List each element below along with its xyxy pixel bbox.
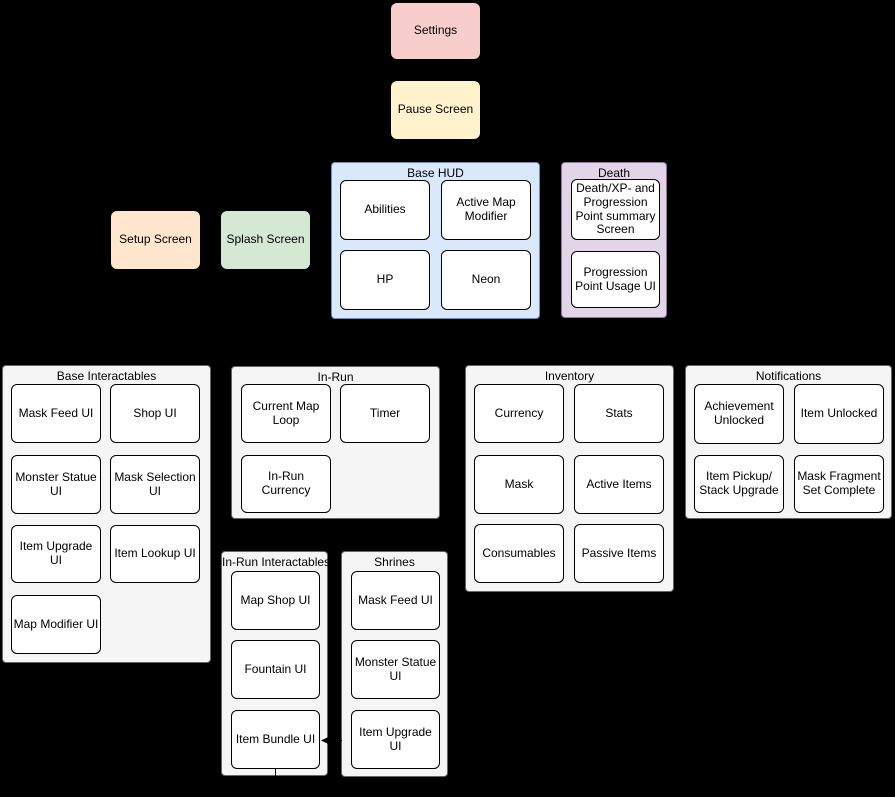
node-currency-label: Currency — [494, 405, 544, 420]
group-death[interactable]: Death Death/XP- and Progression Point su… — [561, 162, 667, 318]
node-current-map-loop[interactable]: Current Map Loop — [241, 384, 331, 443]
node-map-shop-ui[interactable]: Map Shop UI — [231, 571, 320, 630]
group-base-interactables-title: Base Interactables — [56, 369, 157, 383]
node-splash-screen-label: Splash Screen — [226, 232, 305, 247]
node-mask-label: Mask — [504, 476, 534, 491]
group-notifications[interactable]: Notifications Achievement Unlocked Item … — [685, 365, 892, 519]
group-in-run-interactables-title: In-Run Interactables — [222, 555, 331, 569]
node-achievement-unlocked-label: Achievement Unlocked — [704, 399, 774, 427]
node-currency[interactable]: Currency — [474, 384, 564, 443]
node-shop-ui[interactable]: Shop UI — [110, 384, 200, 443]
node-passive-items[interactable]: Passive Items — [574, 524, 664, 583]
group-base-interactables[interactable]: Base Interactables Mask Feed UI Shop UI … — [2, 365, 211, 663]
node-setup-screen[interactable]: Setup Screen — [111, 211, 200, 269]
node-hp[interactable]: HP — [340, 250, 430, 310]
group-inventory[interactable]: Inventory Currency Stats Mask Active Ite… — [465, 365, 674, 592]
node-current-map-loop-label: Current Map Loop — [252, 398, 320, 427]
node-item-bundle-ui[interactable]: Item Bundle UI — [231, 710, 320, 769]
node-abilities[interactable]: Abilities — [340, 180, 430, 240]
node-passive-items-label: Passive Items — [581, 545, 657, 560]
group-shrines[interactable]: Shrines Mask Feed UI Monster Statue UI I… — [341, 551, 448, 777]
node-shrine-item-upgrade-ui[interactable]: Item Upgrade UI — [351, 710, 440, 769]
node-neon[interactable]: Neon — [441, 250, 531, 310]
node-map-modifier-ui-label: Map Modifier UI — [13, 616, 99, 631]
node-map-shop-ui-label: Map Shop UI — [240, 592, 311, 607]
node-fountain-ui-label: Fountain UI — [244, 661, 307, 676]
node-abilities-label: Abilities — [364, 202, 406, 217]
node-base-mask-feed-ui-label: Mask Feed UI — [18, 405, 94, 420]
node-mask-selection-ui[interactable]: Mask Selection UI — [110, 455, 200, 514]
node-stats[interactable]: Stats — [574, 384, 664, 443]
node-mask-fragment-set-complete-label: Mask Fragment Set Complete — [797, 469, 881, 497]
node-pause-screen[interactable]: Pause Screen — [391, 81, 480, 139]
node-in-run-currency-label: In-Run Currency — [261, 469, 311, 497]
node-in-run-currency[interactable]: In-Run Currency — [241, 455, 331, 513]
node-splash-screen[interactable]: Splash Screen — [221, 211, 310, 269]
node-base-item-upgrade-ui[interactable]: Item Upgrade UI — [11, 525, 101, 583]
node-base-monster-statue-ui-label: Monster Statue UI — [15, 469, 97, 498]
node-active-items-label: Active Items — [586, 476, 652, 491]
node-item-lookup-ui-label: Item Lookup UI — [114, 546, 196, 561]
node-shrine-mask-feed-ui[interactable]: Mask Feed UI — [351, 571, 440, 630]
node-progression-point-usage-label: Progression Point Usage UI — [575, 264, 656, 293]
node-mask-selection-ui-label: Mask Selection UI — [114, 469, 196, 498]
node-item-unlocked[interactable]: Item Unlocked — [794, 384, 884, 444]
node-base-mask-feed-ui[interactable]: Mask Feed UI — [11, 384, 101, 443]
node-map-modifier-ui[interactable]: Map Modifier UI — [11, 595, 101, 654]
node-item-unlocked-label: Item Unlocked — [800, 406, 878, 421]
node-shrine-item-upgrade-ui-label: Item Upgrade UI — [359, 724, 432, 753]
group-in-run[interactable]: In-Run Current Map Loop Timer In-Run Cur… — [231, 366, 440, 519]
node-setup-screen-label: Setup Screen — [119, 232, 192, 247]
group-shrines-title: Shrines — [374, 555, 415, 569]
node-item-pickup-stack-upgrade-label: Item Pickup/ Stack Upgrade — [699, 469, 779, 497]
node-death-summary-screen-label: Death/XP- and Progression Point summary … — [575, 180, 656, 237]
node-item-pickup-stack-upgrade[interactable]: Item Pickup/ Stack Upgrade — [694, 455, 784, 513]
node-consumables[interactable]: Consumables — [474, 524, 564, 583]
group-inventory-title: Inventory — [544, 369, 595, 383]
node-active-items[interactable]: Active Items — [574, 455, 664, 514]
node-item-lookup-ui[interactable]: Item Lookup UI — [110, 525, 200, 583]
node-shop-ui-label: Shop UI — [133, 405, 177, 420]
node-progression-point-usage[interactable]: Progression Point Usage UI — [571, 251, 660, 308]
group-in-run-title: In-Run — [317, 370, 354, 384]
node-fountain-ui[interactable]: Fountain UI — [231, 640, 320, 699]
node-hp-label: HP — [376, 272, 394, 287]
node-death-summary-screen[interactable]: Death/XP- and Progression Point summary … — [571, 179, 660, 240]
node-mask-fragment-set-complete[interactable]: Mask Fragment Set Complete — [794, 455, 884, 513]
node-timer[interactable]: Timer — [340, 384, 430, 443]
node-consumables-label: Consumables — [482, 545, 556, 560]
group-in-run-interactables[interactable]: In-Run Interactables Map Shop UI Fountai… — [221, 551, 331, 776]
node-settings-label: Settings — [413, 23, 458, 38]
node-stats-label: Stats — [605, 405, 633, 420]
node-pause-screen-label: Pause Screen — [397, 102, 474, 117]
group-notifications-title: Notifications — [755, 369, 822, 383]
node-shrine-monster-statue-ui-label: Monster Statue UI — [354, 654, 437, 683]
node-base-item-upgrade-ui-label: Item Upgrade UI — [19, 539, 93, 567]
node-settings[interactable]: Settings — [391, 3, 480, 59]
node-mask[interactable]: Mask — [474, 455, 564, 514]
node-active-map-modifier-label: Active Map Modifier — [456, 195, 516, 223]
node-base-monster-statue-ui[interactable]: Monster Statue UI — [11, 455, 101, 514]
node-active-map-modifier[interactable]: Active Map Modifier — [441, 180, 531, 240]
node-shrine-monster-statue-ui[interactable]: Monster Statue UI — [351, 640, 440, 699]
node-timer-label: Timer — [369, 405, 401, 420]
node-item-bundle-ui-label: Item Bundle UI — [235, 731, 316, 746]
group-base-hud[interactable]: Base HUD Abilities Active Map Modifier H… — [331, 162, 540, 319]
group-death-title: Death — [597, 166, 631, 180]
node-achievement-unlocked[interactable]: Achievement Unlocked — [694, 384, 784, 444]
node-shrine-mask-feed-ui-label: Mask Feed UI — [358, 592, 433, 607]
node-neon-label: Neon — [471, 272, 501, 287]
group-base-hud-title: Base HUD — [407, 166, 464, 180]
